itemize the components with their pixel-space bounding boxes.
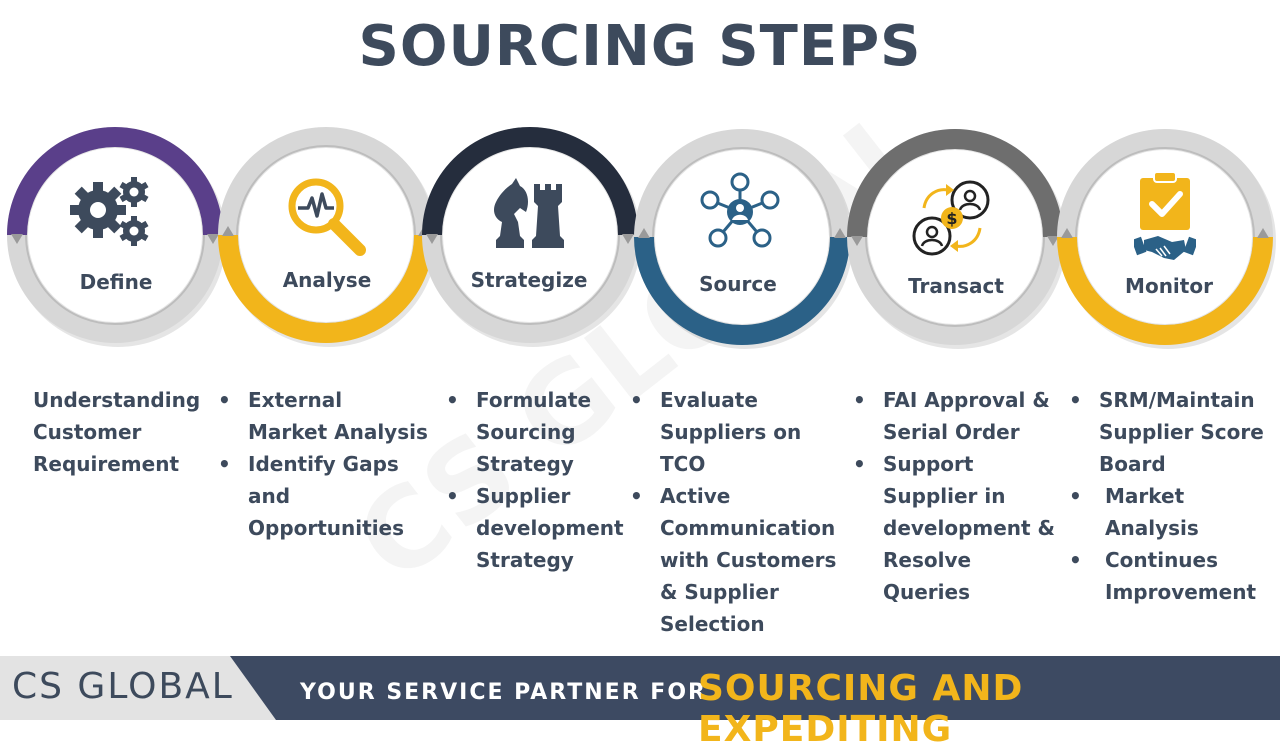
list-item: Identify Gaps and Opportunities <box>218 448 428 544</box>
clipboard-handshake-icon <box>1134 171 1196 260</box>
list-item: Market Analysis <box>1069 480 1274 544</box>
ring-face <box>28 148 202 322</box>
ring-face <box>1078 150 1252 324</box>
step-description-strategize: Formulate Sourcing Strategy Supplier dev… <box>446 384 628 576</box>
step-label-transact: Transact <box>908 274 1004 298</box>
ring-accent-define <box>7 127 223 236</box>
ring-tip <box>638 228 650 238</box>
step-description-define: Understanding Customer Requirement <box>33 384 213 480</box>
ring-face <box>655 150 829 324</box>
step-label-analyse: Analyse <box>282 268 372 292</box>
footer-brand-panel <box>0 656 280 720</box>
list-item: Support Supplier in development & Resolv… <box>853 448 1065 608</box>
steps-ring-chain <box>7 127 1276 349</box>
magnifier-chart-icon <box>288 178 366 256</box>
footer-banner <box>230 656 1280 720</box>
step-description-monitor: SRM/Maintain Supplier Score Board Market… <box>1069 384 1274 608</box>
ring-accent-analyse <box>218 234 434 343</box>
list-item: Evaluate Suppliers on TCO <box>630 384 842 480</box>
ring-tip <box>426 234 438 244</box>
list-item: FAI Approval & Serial Order <box>853 384 1065 448</box>
step-description-source: Evaluate Suppliers on TCO Active Communi… <box>630 384 842 640</box>
chess-icon <box>494 178 564 248</box>
ring-tip <box>222 226 234 236</box>
ring-tip <box>11 234 23 244</box>
ring-tip <box>851 236 863 246</box>
ring-tip <box>834 228 846 238</box>
ring-tip <box>1061 228 1073 238</box>
step-label-monitor: Monitor <box>1125 274 1213 298</box>
exchange-icon: $ <box>912 180 990 256</box>
ring-tip <box>1047 236 1059 246</box>
step-description-analyse: External Market Analysis Identify Gaps a… <box>218 384 428 544</box>
ring-tip <box>622 234 634 244</box>
ring-accent-source <box>634 236 850 345</box>
footer-tagline: YOUR SERVICE PARTNER FOR <box>300 680 707 705</box>
list-item: External Market Analysis <box>218 384 428 448</box>
footer-brand: CS GLOBAL <box>12 666 234 707</box>
ring-face <box>443 148 617 322</box>
list-item: Supplier development Strategy <box>446 480 628 576</box>
list-item: Continues Improvement <box>1069 544 1274 608</box>
list-item: SRM/Maintain Supplier Score Board <box>1069 384 1274 480</box>
ring-accent-monitor <box>1057 236 1273 345</box>
ring-tip <box>1257 228 1269 238</box>
svg-text:$: $ <box>946 209 957 228</box>
list-item: Formulate Sourcing Strategy <box>446 384 628 480</box>
ring-accent-strategize <box>422 127 638 236</box>
ring-face <box>239 148 413 322</box>
step-label-source: Source <box>699 272 777 296</box>
gears-icon <box>70 177 149 246</box>
step-label-strategize: Strategize <box>470 268 588 292</box>
define-text-line: Requirement <box>33 452 180 476</box>
page-title: SOURCING STEPS <box>358 14 922 79</box>
step-label-define: Define <box>79 270 153 294</box>
ring-tip <box>207 234 219 244</box>
footer-highlight: SOURCING AND EXPEDITING <box>698 668 1024 750</box>
step-description-transact: FAI Approval & Serial Order Support Supp… <box>853 384 1065 608</box>
network-icon <box>700 172 780 248</box>
ring-face <box>868 150 1042 324</box>
list-item: Active Communication with Customers & Su… <box>630 480 842 640</box>
define-text-line: Understanding <box>33 388 201 412</box>
define-text-line: Customer <box>33 420 142 444</box>
ring-accent-transact <box>847 129 1063 238</box>
